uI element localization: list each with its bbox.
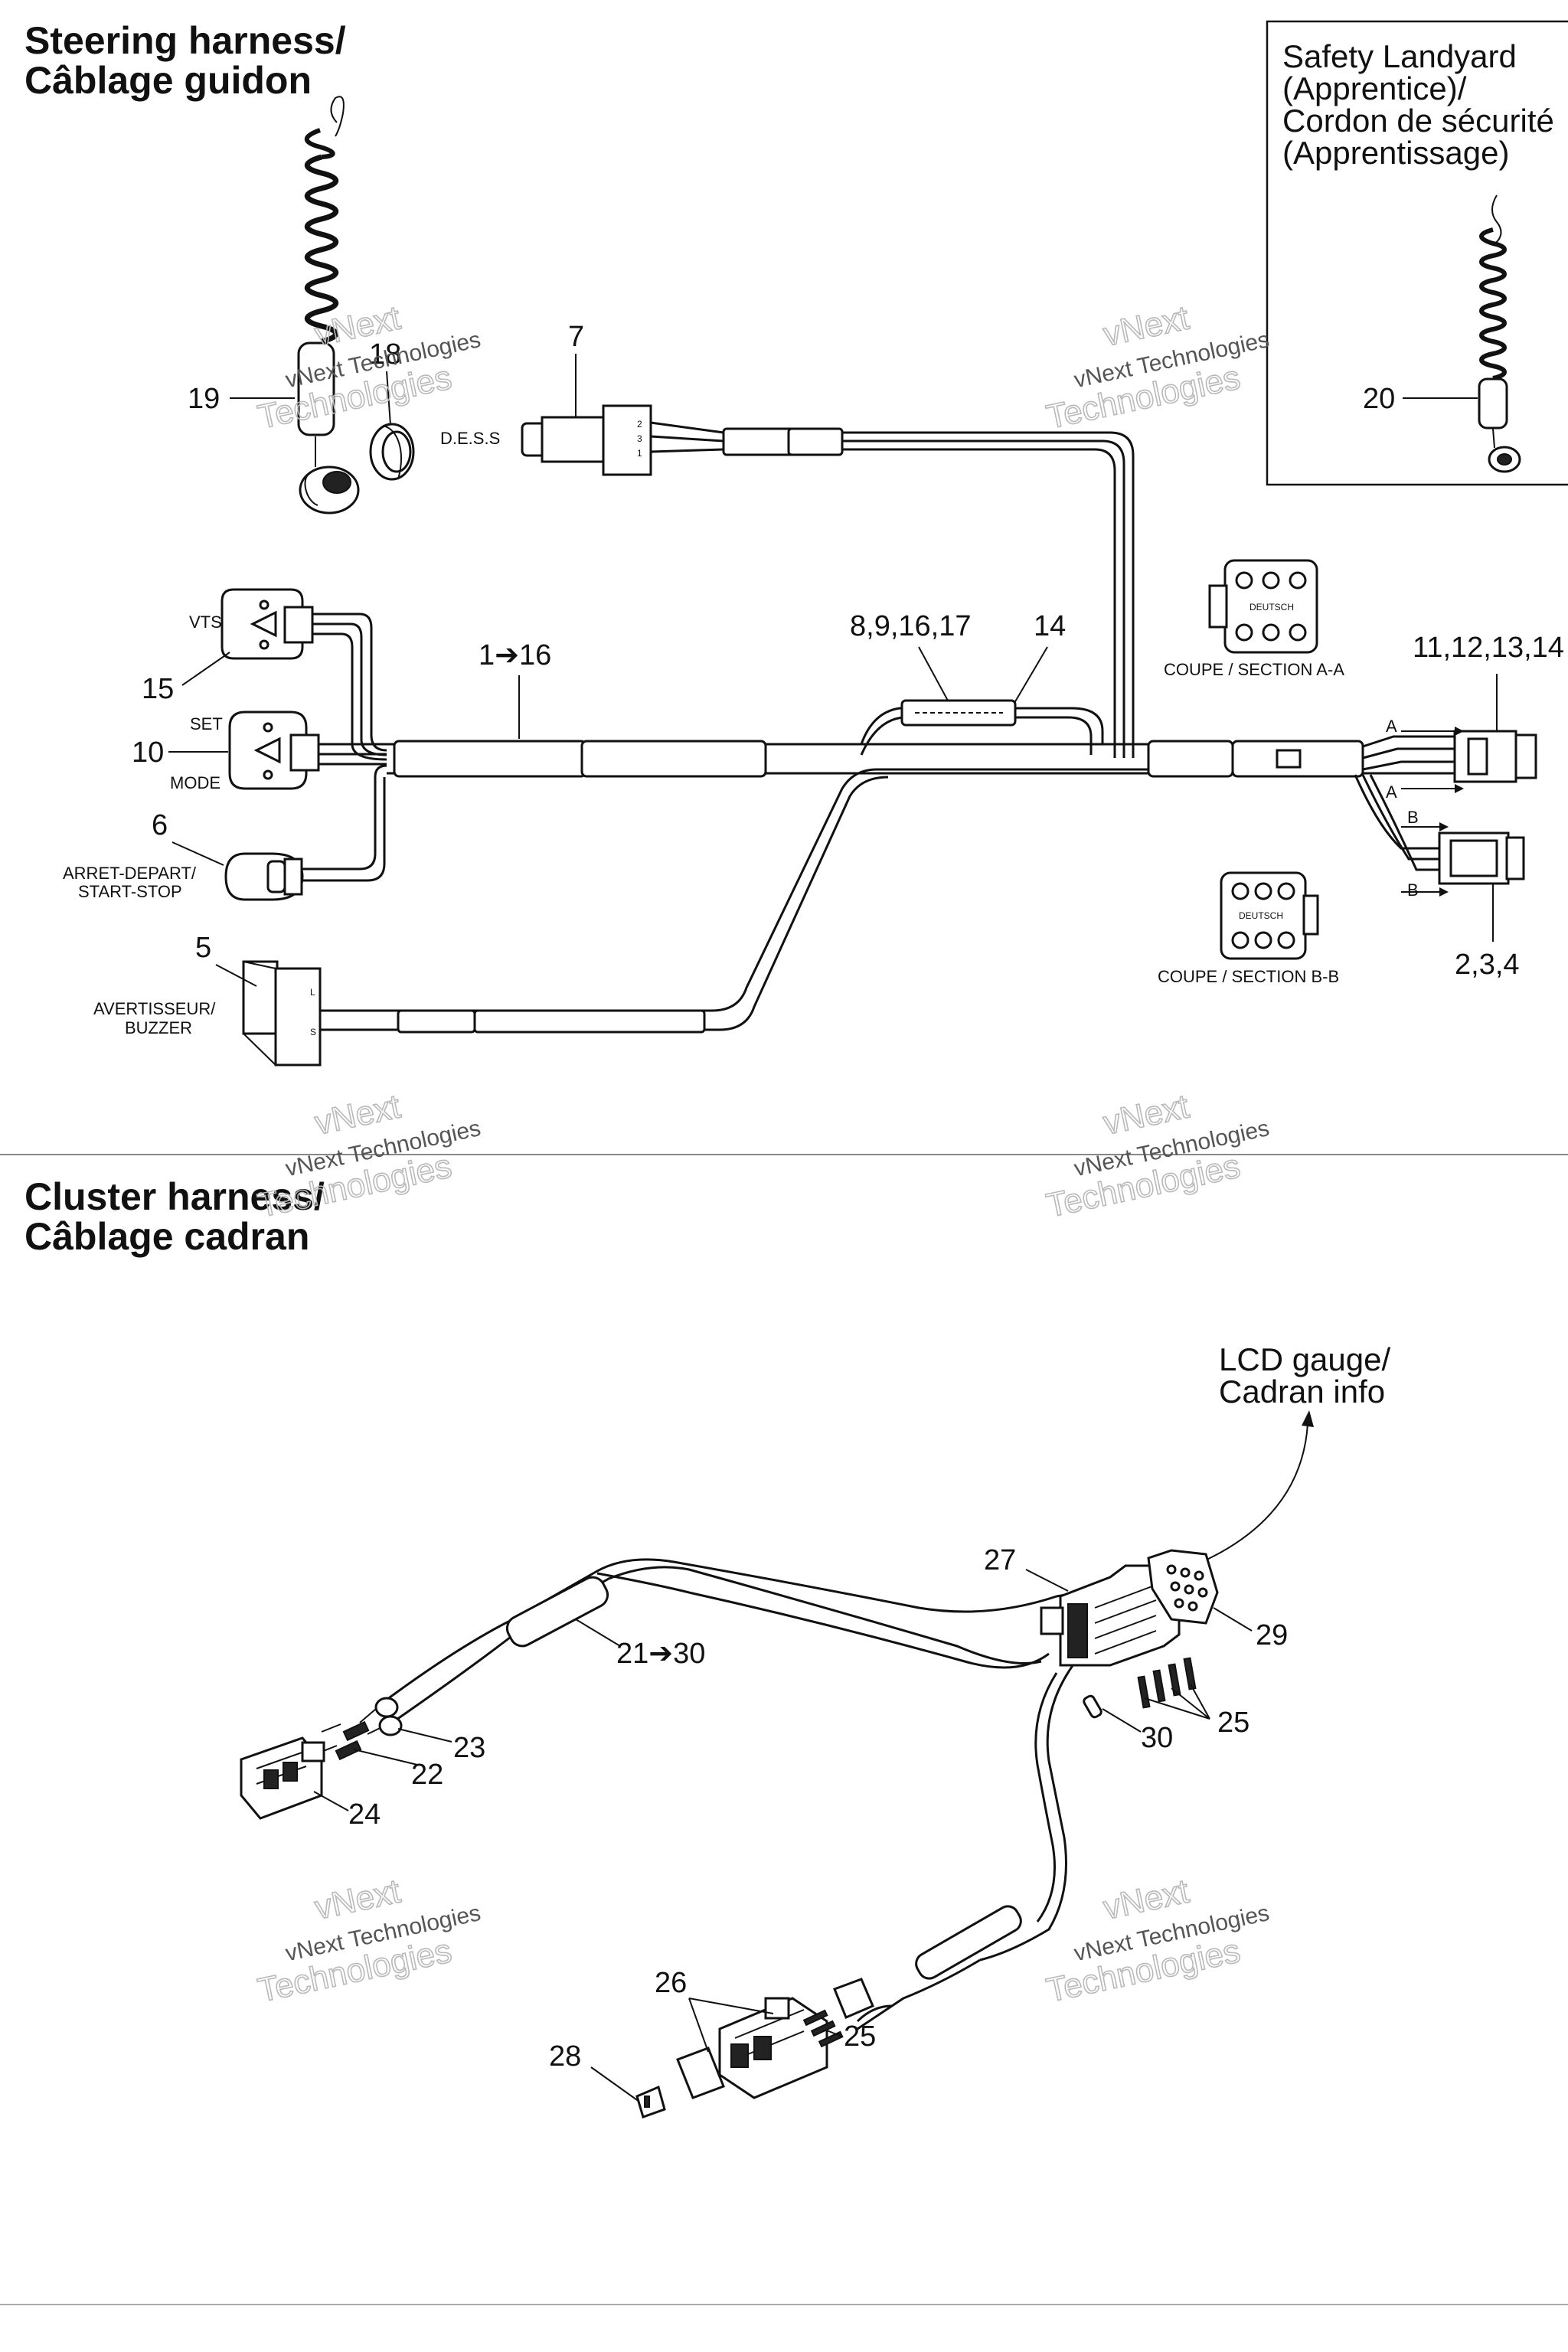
svg-text:2: 2 [637, 419, 642, 430]
steering-title-line2: Câblage guidon [24, 59, 312, 102]
cluster-callouts: 27 29 21➔30 23 22 24 30 25 26 25 28 [313, 1544, 1288, 2102]
buzzer-part-5: L S AVERTISSEUR/ BUZZER [93, 960, 322, 1067]
landyard-line1: Safety Landyard [1282, 38, 1517, 74]
pins-part-25-lower [802, 2009, 844, 2048]
lcd-label-line2: Cadran info [1219, 1374, 1385, 1410]
trunk-sleeve-2 [580, 740, 767, 778]
section-aa-label: COUPE / SECTION A-A [1164, 660, 1344, 679]
mode-label: MODE [170, 773, 220, 792]
dess-sleeve-2 [787, 427, 844, 456]
lcd-gauge-label: LCD gauge/ Cadran info [1201, 1341, 1390, 1563]
arrow-a-bottom: A [1386, 782, 1397, 802]
callout-23: 23 [453, 1732, 485, 1764]
steering-title-line1: Steering harness/ [24, 19, 346, 62]
svg-text:L: L [310, 987, 315, 998]
callout-20: 20 [1363, 383, 1395, 415]
callout-22: 22 [411, 1759, 443, 1791]
arret-label-line2: START-STOP [78, 882, 182, 901]
cluster-sleeve-bottom [915, 1905, 1022, 1980]
lcd-label-line1: LCD gauge/ [1219, 1341, 1390, 1377]
svg-text:1: 1 [637, 448, 642, 459]
terminals-part-22-23 [317, 1697, 403, 1761]
set-mode-switch-part-10: SET MODE [170, 710, 320, 792]
buzzer-sleeve-2 [473, 1009, 706, 1034]
arrow-b-top: B [1407, 808, 1419, 827]
callout-11-14: 11,12,13,14 [1413, 632, 1564, 664]
ring-part-18 [369, 423, 415, 481]
seal-part-29 [1147, 1549, 1219, 1625]
cluster-harness-title: Cluster harness/ Câblage cadran [24, 1175, 325, 1258]
callout-14: 14 [1034, 610, 1066, 642]
plug-part-30 [1083, 1694, 1102, 1719]
callout-6: 6 [152, 809, 168, 841]
section-aa-view: DEUTSCH COUPE / SECTION A-A [1164, 559, 1344, 679]
callout-25-lower: 25 [844, 2020, 876, 2053]
set-label: SET [190, 714, 223, 733]
buzzer-label-line1: AVERTISSEUR/ [93, 999, 216, 1018]
connector-part-11-14: A A [1386, 674, 1537, 802]
start-stop-switch-part-6: ARRET-DEPART/ START-STOP [63, 852, 304, 901]
splice-sleeve-14 [900, 699, 1017, 727]
svg-text:S: S [310, 1027, 316, 1037]
steering-callouts: 19 18 7 20 1➔16 8,9,16,17 14 11,12,13,14… [132, 321, 1564, 987]
buzzer-label-line2: BUZZER [125, 1018, 192, 1037]
callout-18: 18 [369, 338, 401, 371]
landyard-line4: (Apprentissage) [1282, 135, 1509, 171]
callout-25-upper: 25 [1217, 1707, 1250, 1739]
dess-label: D.E.S.S [440, 429, 500, 448]
landyard-line3: Cordon de sécurité [1282, 103, 1554, 139]
dess-wire-bundle [650, 421, 1135, 758]
callout-24: 24 [348, 1798, 381, 1831]
cluster-sleeve-top [505, 1576, 609, 1648]
callout-2-4: 2,3,4 [1455, 949, 1520, 981]
callout-1-16: 1➔16 [479, 639, 551, 671]
callout-8-17: 8,9,16,17 [850, 610, 971, 642]
section-bb-view: DEUTSCH COUPE / SECTION B-B [1158, 871, 1339, 986]
landyard-line2: (Apprentice)/ [1282, 70, 1467, 106]
vts-label: VTS [189, 612, 222, 632]
arrow-a-top: A [1386, 717, 1397, 736]
callout-30: 30 [1141, 1722, 1173, 1754]
lanyard-part-19 [297, 96, 360, 514]
callout-26: 26 [655, 1967, 687, 1999]
callout-10: 10 [132, 737, 164, 769]
landyard-apprentice-cord [1478, 194, 1521, 473]
callout-27: 27 [984, 1544, 1016, 1576]
section-bb-label: COUPE / SECTION B-B [1158, 967, 1339, 986]
main-harness-trunk [302, 612, 1455, 1034]
pins-part-25-upper [1137, 1657, 1197, 1709]
deutsch-label-b: DEUTSCH [1239, 910, 1283, 921]
cluster-harness-wiring [386, 1558, 1080, 2030]
buzzer-sleeve-1 [397, 1009, 476, 1034]
cluster-title-line1: Cluster harness/ [24, 1175, 325, 1218]
arrow-b-bottom: B [1407, 880, 1419, 900]
connector-part-26 [676, 1978, 874, 2099]
callout-21-30: 21➔30 [616, 1638, 705, 1670]
lock-part-28 [635, 2085, 666, 2118]
landyard-frame [1266, 20, 1568, 486]
callout-28: 28 [549, 2040, 581, 2073]
cluster-title-line2: Câblage cadran [24, 1215, 309, 1258]
steering-harness-title: Steering harness/ Câblage guidon [24, 19, 346, 102]
connector-part-2-4: B B [1401, 808, 1525, 942]
arret-label-line1: ARRET-DEPART/ [63, 864, 197, 883]
callout-5: 5 [195, 932, 211, 964]
callout-7: 7 [568, 321, 584, 353]
callout-19: 19 [188, 383, 220, 415]
vts-switch-part-15: VTS [189, 588, 314, 660]
trunk-sleeve-1 [393, 740, 587, 778]
callout-29: 29 [1256, 1619, 1288, 1651]
connector-part-24 [240, 1736, 325, 1820]
trunk-sleeve-3 [1147, 740, 1234, 778]
svg-text:3: 3 [637, 433, 642, 444]
deutsch-label-a: DEUTSCH [1250, 602, 1294, 612]
dess-connector-part-7: 2 3 1 D.E.S.S [440, 404, 652, 476]
safety-landyard-box: Safety Landyard (Apprentice)/ Cordon de … [1266, 20, 1568, 486]
callout-15: 15 [142, 673, 174, 705]
